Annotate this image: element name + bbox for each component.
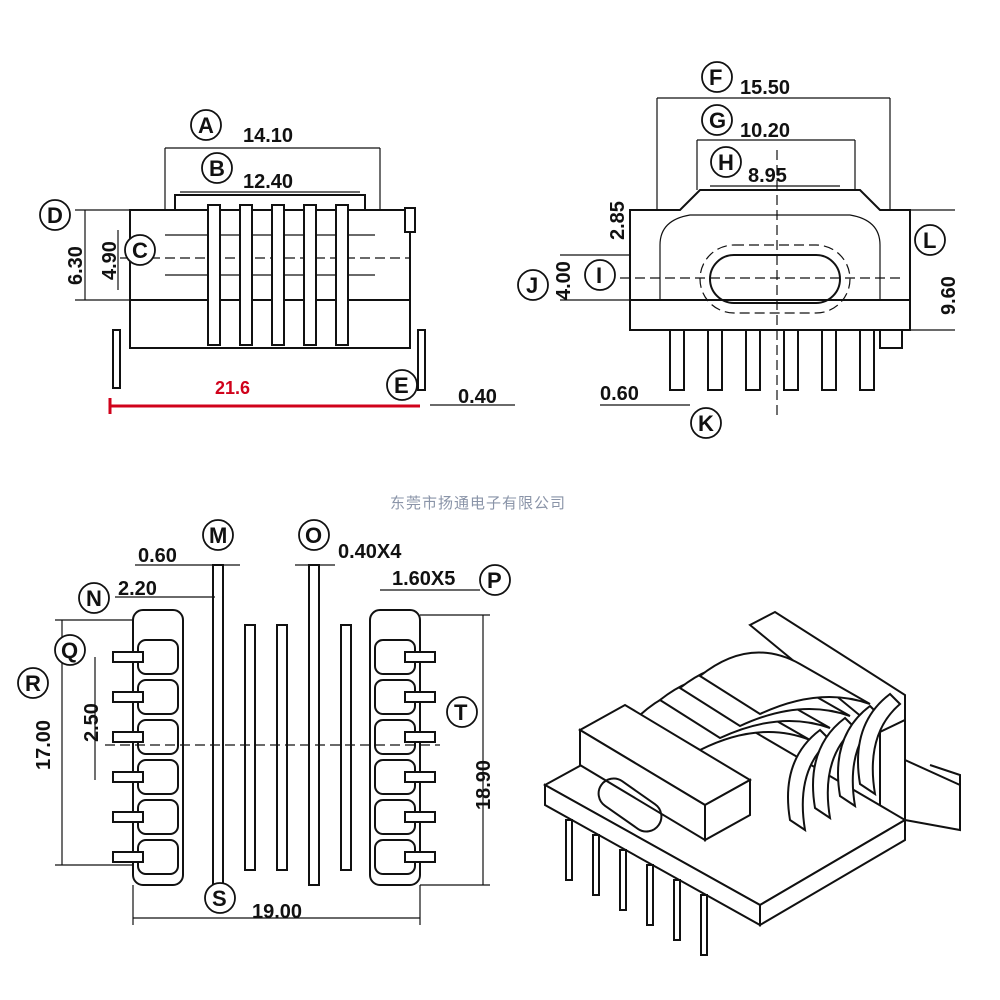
dim-top-value: 2.85 <box>607 201 629 240</box>
bottom-view-left-pins <box>112 651 144 863</box>
callout-b-circle <box>201 152 233 184</box>
callout-i-circle <box>584 259 616 291</box>
callout-b: B <box>209 156 225 181</box>
dim-g-value: 10.20 <box>740 120 790 142</box>
callout-c: C <box>132 238 148 263</box>
dim-k-value: 0.60 <box>600 383 639 405</box>
callout-j-circle <box>517 269 549 301</box>
dim-f-value: 15.50 <box>740 77 790 99</box>
dim-o-value: 0.40X4 <box>338 541 402 563</box>
callout-f-circle <box>701 61 733 93</box>
callout-e-circle <box>386 369 418 401</box>
dim-p-value: 1.60X5 <box>392 568 455 590</box>
isometric-view <box>542 610 961 956</box>
dim-j-value: 4.00 <box>553 261 575 300</box>
isometric-view-pins <box>565 819 708 956</box>
callout-m-circle <box>202 519 234 551</box>
front-view: 14.10 12.40 6.30 4.90 0.40 21.6 A B C D … <box>39 109 515 414</box>
callout-c-circle <box>124 234 156 266</box>
callout-q-circle <box>54 634 86 666</box>
callout-r-circle <box>17 667 49 699</box>
callout-n-circle <box>78 582 110 614</box>
callout-k-circle <box>690 407 722 439</box>
callout-g: G <box>709 108 726 133</box>
callout-l-circle <box>914 224 946 256</box>
callout-o-circle <box>298 519 330 551</box>
dim-e-value: 0.40 <box>458 386 497 408</box>
overall-length-annotation: 21.6 <box>215 378 250 398</box>
callout-d-circle <box>39 199 71 231</box>
callout-p-circle <box>479 564 511 596</box>
callout-a: A <box>198 113 214 138</box>
callout-k: K <box>698 411 714 436</box>
callout-s: S <box>212 886 227 911</box>
callout-j: J <box>526 273 538 298</box>
callout-r: R <box>25 671 41 696</box>
callout-q: Q <box>61 638 78 663</box>
side-view-pins <box>669 329 903 391</box>
callout-f: F <box>709 65 722 90</box>
side-view: 15.50 10.20 8.95 2.85 4.00 9.60 0.60 F G… <box>517 61 960 439</box>
dim-b-value: 12.40 <box>243 171 293 193</box>
dim-t-value: 18.90 <box>473 760 495 810</box>
bottom-view-right-pins <box>404 651 436 863</box>
dim-r-value: 17.00 <box>33 720 55 770</box>
callout-l: L <box>923 228 936 253</box>
callout-d: D <box>47 203 63 228</box>
dim-s-value: 19.00 <box>252 901 302 923</box>
dim-n-value: 2.20 <box>118 578 157 600</box>
callout-m: M <box>209 523 227 548</box>
callout-h: H <box>718 150 734 175</box>
dim-h-value: 8.95 <box>748 165 787 187</box>
bottom-view-fins <box>212 564 352 886</box>
callout-a-circle <box>190 109 222 141</box>
callout-h-circle <box>710 146 742 178</box>
company-watermark: 东莞市扬通电子有限公司 <box>390 494 566 512</box>
callout-g-circle <box>701 104 733 136</box>
dim-l-value: 9.60 <box>938 276 960 315</box>
callout-i: I <box>596 263 602 288</box>
callout-e: E <box>394 373 409 398</box>
bottom-view: 0.60 0.40X4 2.20 1.60X5 17.00 2.50 18.90… <box>17 519 511 925</box>
dim-m-value: 0.60 <box>138 545 177 567</box>
callout-p: P <box>487 568 502 593</box>
callout-t-circle <box>446 696 478 728</box>
dim-c-value: 4.90 <box>99 241 121 280</box>
callout-s-circle <box>204 882 236 914</box>
dim-pitch-value: 2.50 <box>81 703 103 742</box>
front-view-fins <box>207 204 349 346</box>
bottom-view-left-pads <box>137 639 179 875</box>
dim-d-value: 6.30 <box>65 246 87 285</box>
callout-o: O <box>305 523 322 548</box>
bottom-view-right-pads <box>374 639 416 875</box>
callout-t: T <box>454 700 468 725</box>
callout-n: N <box>86 586 102 611</box>
dim-a-value: 14.10 <box>243 125 293 147</box>
